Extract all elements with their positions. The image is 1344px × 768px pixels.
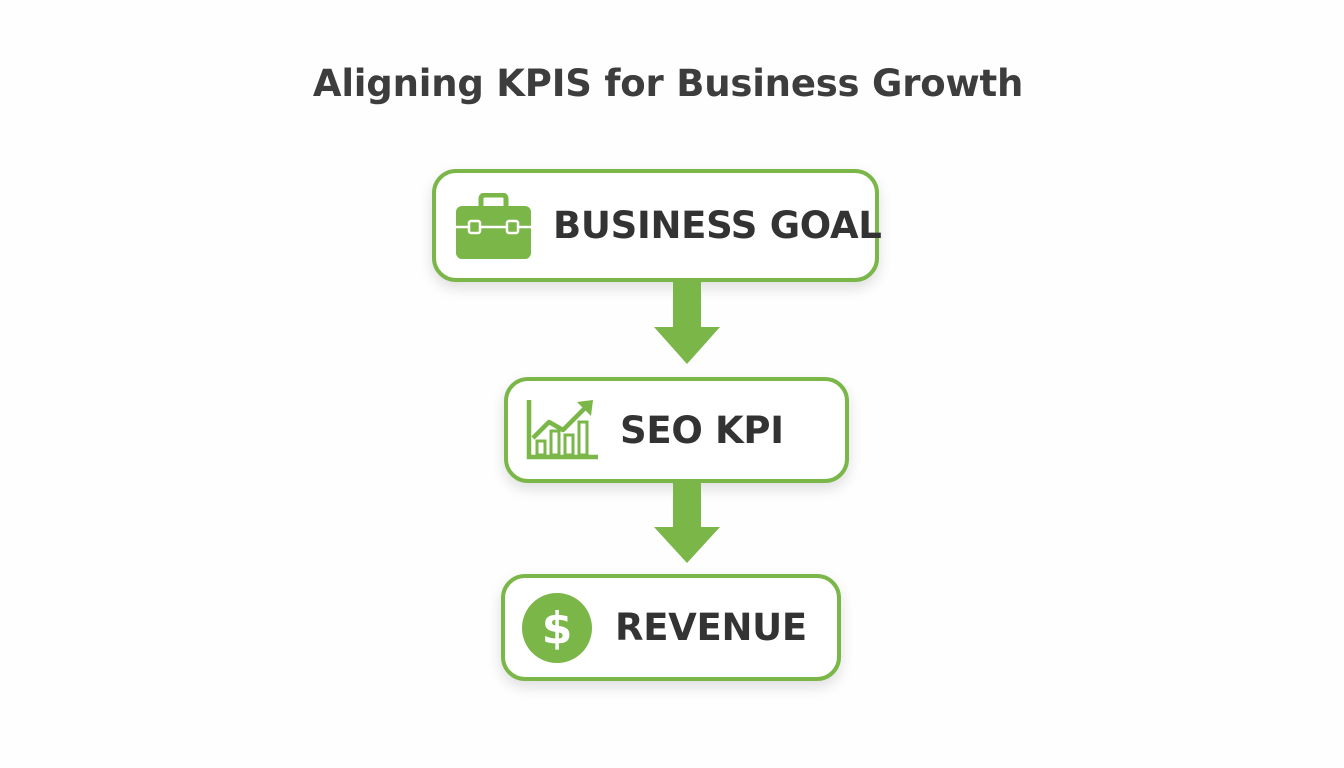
- dollar-coin-icon: $: [521, 592, 593, 664]
- diagram-title: Aligning KPIS for Business Growth: [312, 62, 1024, 105]
- growth-chart-icon: [525, 398, 600, 462]
- business-goal-node: BUSINESS GOAL: [432, 169, 882, 282]
- business-goal-label: BUSINESS GOAL: [553, 204, 882, 247]
- svg-text:$: $: [542, 603, 573, 654]
- seo-kpi-label: SEO KPI: [620, 408, 784, 452]
- revenue-label: REVENUE: [615, 606, 807, 649]
- flow-arrow-2: [652, 483, 722, 569]
- revenue-node: $ REVENUE: [501, 574, 841, 681]
- briefcase-icon: [456, 192, 531, 259]
- flow-arrow-1: [652, 282, 722, 370]
- seo-kpi-node: SEO KPI: [504, 377, 849, 483]
